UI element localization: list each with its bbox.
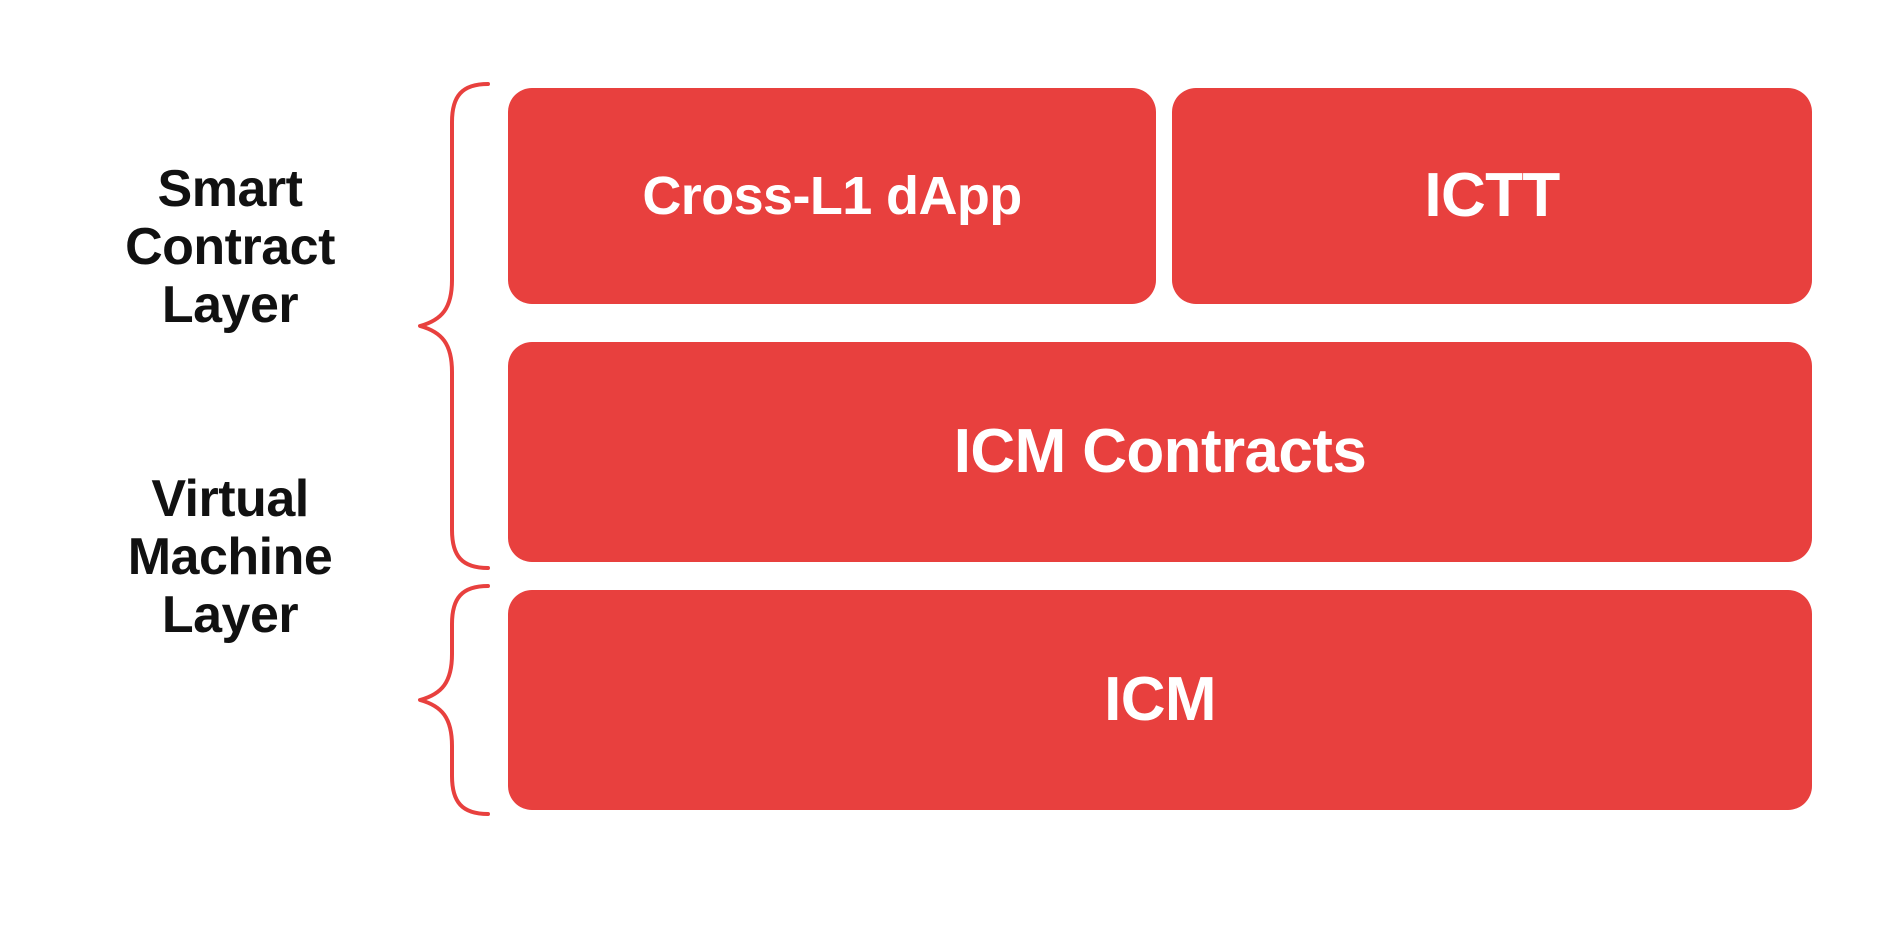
layer-label-virtual-machine: Virtual Machine Layer (127, 470, 333, 645)
node-box-cross-l1-dapp[interactable]: Cross-L1 dApp (508, 88, 1156, 304)
node-label-ictt: ICTT (1424, 161, 1560, 230)
node-label-icm: ICM (1104, 665, 1216, 734)
node-label-cross-l1-dapp: Cross-L1 dApp (642, 166, 1022, 226)
layer-label-smart-contract: Smart Contract Layer (125, 160, 335, 335)
node-box-icm-contracts[interactable]: ICM Contracts (508, 342, 1812, 562)
curly-brace-icon-smart-contract (418, 82, 490, 570)
node-box-icm[interactable]: ICM (508, 590, 1812, 810)
node-box-ictt[interactable]: ICTT (1172, 88, 1812, 304)
node-label-icm-contracts: ICM Contracts (953, 417, 1367, 486)
curly-brace-icon-virtual-machine (418, 584, 490, 816)
